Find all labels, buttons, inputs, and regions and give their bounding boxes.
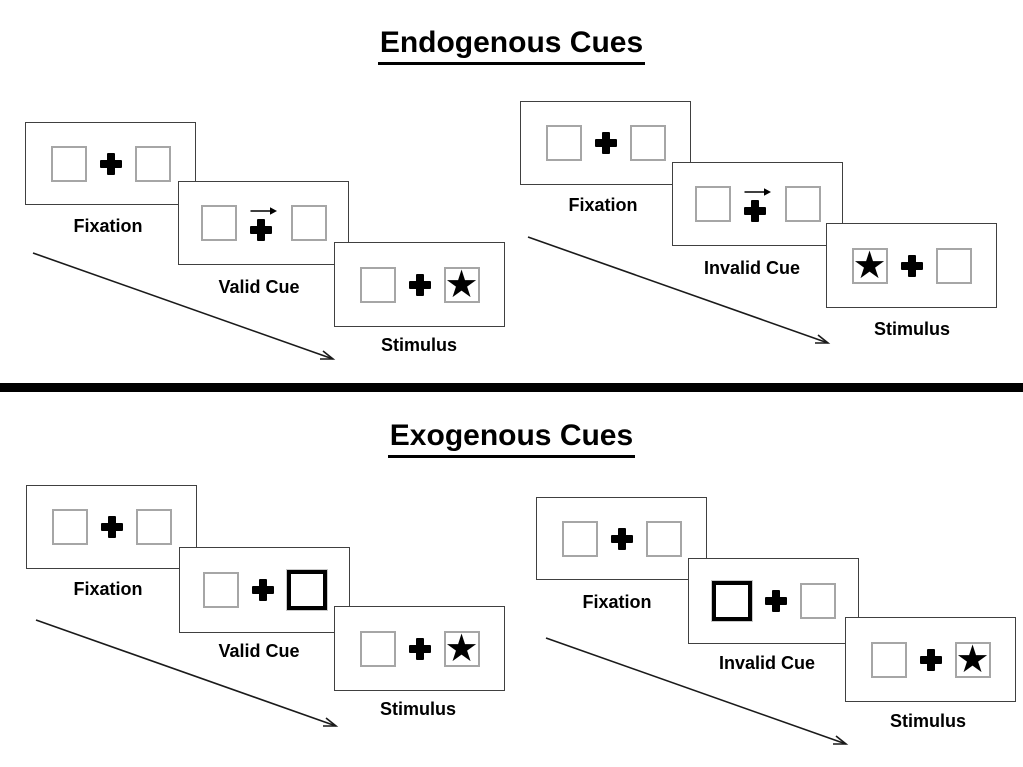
fixation-cross-icon	[408, 273, 431, 296]
fixation-cross-icon	[100, 516, 123, 538]
frame-label-stimulus: Stimulus	[380, 335, 457, 355]
right-peripheral-box	[290, 205, 327, 241]
timeline-arrow-icon	[545, 637, 849, 745]
exogenous-invalid-cue-frame	[688, 558, 859, 644]
right-peripheral-box	[135, 509, 172, 545]
timeline-arrow-icon	[35, 619, 339, 727]
fixation-cross-icon	[919, 648, 942, 671]
endogenous-invalid-stimulus-frame: ★	[826, 223, 997, 308]
fixation-cross-icon	[99, 152, 122, 175]
right-peripheral-box	[935, 247, 972, 284]
left-peripheral-box	[359, 266, 396, 303]
section-title-text: Exogenous Cues	[387, 419, 636, 458]
endogenous-invalid-fixation-frame	[520, 101, 691, 185]
star-icon: ★	[955, 636, 990, 681]
fixation-cross-group	[100, 516, 123, 538]
section-title-endogenous: Endogenous Cues	[0, 26, 1023, 65]
frame-label-stimulus: Stimulus	[889, 711, 966, 731]
endogenous-valid-cue-frame	[178, 181, 349, 265]
right-peripheral-box: ★	[443, 261, 480, 306]
endogenous-valid-stimulus-frame: ★	[334, 242, 505, 327]
left-peripheral-box	[200, 205, 237, 241]
frame-label-invalid-cue: Invalid Cue	[703, 258, 801, 278]
right-peripheral-box	[799, 583, 836, 619]
fixation-cross-icon	[249, 219, 272, 241]
exogenous-valid-cue-frame	[179, 547, 350, 633]
cue-arrow-icon	[250, 207, 277, 215]
fixation-cross-group	[900, 254, 923, 277]
section-divider	[0, 383, 1023, 392]
fixation-cross-group	[919, 648, 942, 671]
exogenous-invalid-fixation-frame	[536, 497, 707, 580]
fixation-cross-group	[764, 590, 787, 612]
fixation-cross-icon	[743, 200, 766, 222]
fixation-cross-group	[249, 205, 278, 241]
right-peripheral-box	[645, 520, 682, 557]
star-icon: ★	[444, 625, 479, 670]
exogenous-valid-stimulus-frame: ★	[334, 606, 505, 691]
thick-cue-box	[710, 580, 753, 622]
frame-label-fixation: Fixation	[73, 579, 143, 599]
thick-cue-box	[285, 569, 328, 611]
fixation-cross-group	[408, 273, 431, 296]
fixation-cross-group	[594, 132, 617, 154]
star-icon: ★	[444, 261, 479, 306]
left-peripheral-box	[545, 125, 582, 161]
frame-label-invalid-cue: Invalid Cue	[718, 653, 816, 673]
fixation-cross-icon	[251, 579, 274, 601]
fixation-cross-icon	[594, 132, 617, 154]
frame-label-valid-cue: Valid Cue	[218, 641, 300, 661]
timeline-arrow-icon	[527, 236, 831, 344]
exogenous-valid-fixation-frame	[26, 485, 197, 569]
frame-label-valid-cue: Valid Cue	[218, 277, 300, 297]
left-peripheral-box	[359, 630, 396, 667]
fixation-cross-group	[610, 527, 633, 550]
frame-label-fixation: Fixation	[582, 592, 652, 612]
fixation-cross-group	[251, 579, 274, 601]
left-peripheral-box	[51, 509, 88, 545]
fixation-cross-group	[743, 186, 772, 222]
fixation-cross-icon	[900, 254, 923, 277]
frame-label-fixation: Fixation	[73, 216, 143, 236]
left-peripheral-box: ★	[851, 242, 888, 287]
star-icon: ★	[852, 242, 887, 287]
endogenous-invalid-cue-frame	[672, 162, 843, 246]
fixation-cross-group	[408, 637, 431, 660]
endogenous-valid-fixation-frame	[25, 122, 196, 205]
right-peripheral-box	[629, 125, 666, 161]
frame-label-stimulus: Stimulus	[873, 319, 950, 339]
left-peripheral-box	[870, 641, 907, 678]
fixation-cross-icon	[764, 590, 787, 612]
left-peripheral-box	[202, 572, 239, 608]
section-title-exogenous: Exogenous Cues	[0, 419, 1023, 458]
frame-label-fixation: Fixation	[568, 195, 638, 215]
timeline-arrow-icon	[32, 252, 336, 360]
exogenous-invalid-stimulus-frame: ★	[845, 617, 1016, 702]
left-peripheral-box	[694, 186, 731, 222]
right-peripheral-box: ★	[954, 636, 991, 681]
section-title-text: Endogenous Cues	[377, 26, 646, 65]
cue-arrow-icon	[744, 188, 771, 196]
fixation-cross-group	[99, 152, 122, 175]
fixation-cross-icon	[408, 637, 431, 660]
right-peripheral-box: ★	[443, 625, 480, 670]
right-peripheral-box	[784, 186, 821, 222]
left-peripheral-box	[50, 145, 87, 182]
frame-label-stimulus: Stimulus	[379, 699, 456, 719]
right-peripheral-box	[134, 145, 171, 182]
left-peripheral-box	[561, 520, 598, 557]
fixation-cross-icon	[610, 527, 633, 550]
